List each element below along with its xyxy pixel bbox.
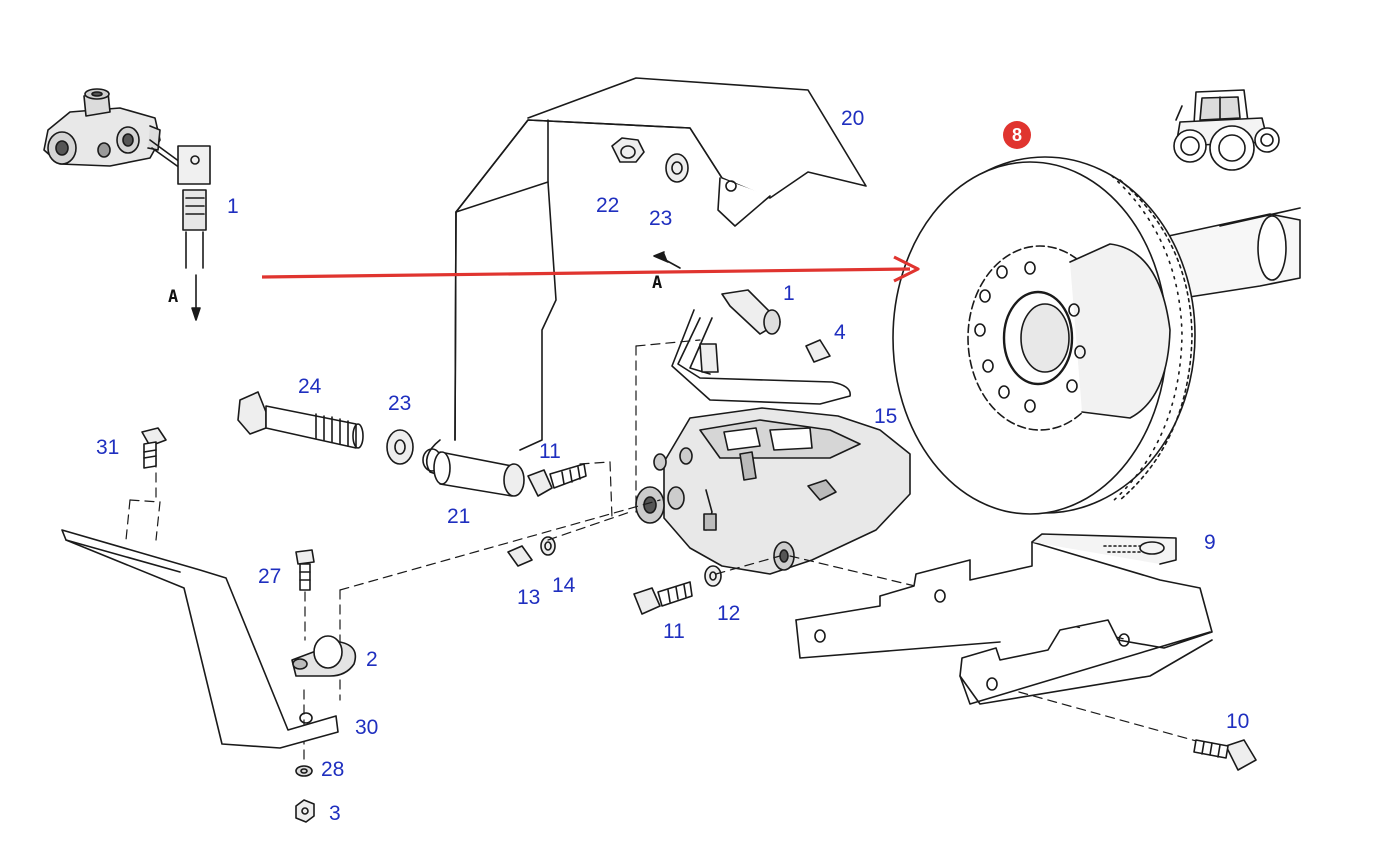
part-label-1-top[interactable]: 1 (227, 195, 239, 218)
brake-disc-icon (892, 156, 1301, 515)
part-label-3[interactable]: 3 (329, 802, 341, 825)
part-label-23-top[interactable]: 23 (649, 207, 673, 230)
view-letter-a-left: A (168, 287, 179, 307)
part-label-30[interactable]: 30 (355, 716, 379, 739)
highlighted-part-badge[interactable]: 8 (1003, 121, 1031, 149)
part-label-2[interactable]: 2 (366, 648, 378, 671)
part-label-10[interactable]: 10 (1226, 710, 1250, 733)
part-label-1-mid[interactable]: 1 (783, 282, 795, 305)
part-label-11-upper[interactable]: 11 (539, 440, 561, 463)
caliper-icon (635, 407, 911, 575)
part-label-24[interactable]: 24 (298, 375, 322, 398)
part-label-13[interactable]: 13 (517, 586, 541, 609)
part-label-4[interactable]: 4 (834, 321, 846, 344)
part-label-11-lower[interactable]: 11 (663, 620, 685, 643)
part-label-21[interactable]: 21 (447, 505, 471, 528)
part-label-22[interactable]: 22 (596, 194, 620, 217)
part-label-12[interactable]: 12 (717, 602, 741, 625)
part-label-15[interactable]: 15 (874, 405, 898, 428)
part-label-20[interactable]: 20 (841, 107, 865, 130)
highlight-arrow (261, 255, 920, 283)
part-label-9[interactable]: 9 (1204, 531, 1216, 554)
tractor-icon (1173, 89, 1280, 171)
view-letter-a-right: A (652, 273, 663, 293)
part-label-27[interactable]: 27 (258, 565, 282, 588)
part-label-14[interactable]: 14 (552, 574, 576, 597)
part-label-31[interactable]: 31 (96, 436, 120, 459)
part-label-28[interactable]: 28 (321, 758, 345, 781)
valve-fitting-icon (43, 88, 181, 169)
part-label-23-mid[interactable]: 23 (388, 392, 412, 415)
